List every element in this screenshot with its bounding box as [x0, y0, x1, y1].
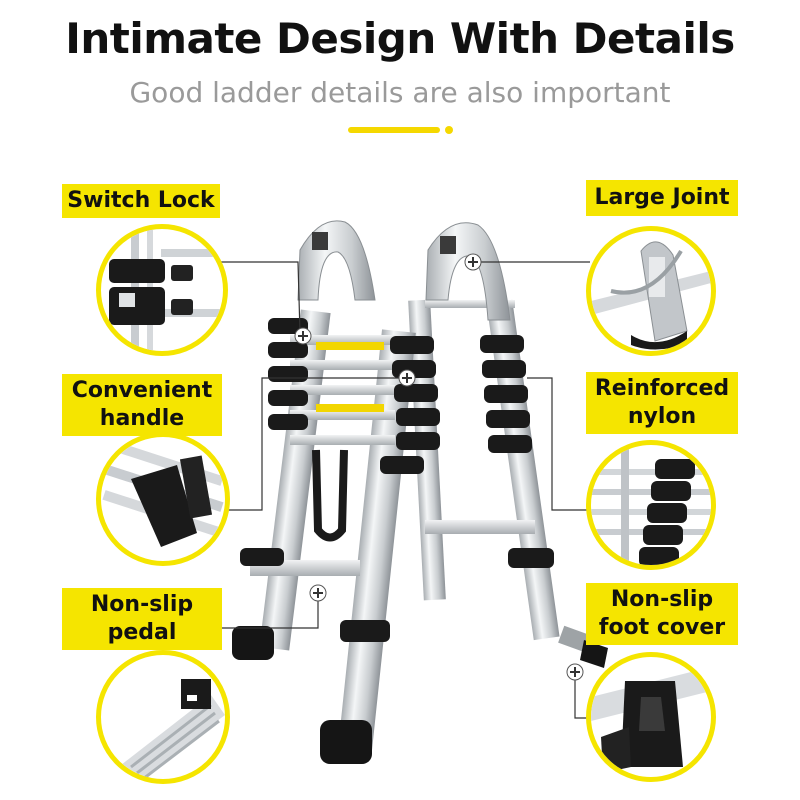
non-slip-pedal-detail-image: [121, 679, 225, 779]
label-large-joint: Large Joint: [586, 180, 738, 216]
detail-circle-switch-lock: [96, 224, 228, 356]
title-underline: [348, 127, 440, 133]
detail-circle-convenient-handle: [96, 432, 230, 566]
non-slip-foot-cover-detail-image: [591, 667, 711, 773]
label-switch-lock: Switch Lock: [62, 184, 220, 218]
reinforced-nylon-detail-image: [591, 445, 711, 565]
large-joint-detail-image: [591, 241, 711, 350]
label-non-slip-pedal: Non-slip pedal: [62, 588, 222, 650]
detail-circle-non-slip-pedal: [96, 650, 230, 784]
convenient-handle-detail-image: [102, 438, 224, 547]
rear-ladder-section: [408, 299, 608, 668]
detail-circle-reinforced-nylon: [586, 440, 716, 570]
front-ladder-section: [232, 309, 440, 764]
switch-lock-detail-image: [109, 229, 223, 351]
title-underline-dot: [445, 126, 453, 134]
label-non-slip-foot-cover: Non-slip foot cover: [586, 583, 738, 645]
label-convenient-handle: Convenient handle: [62, 374, 222, 436]
plus-markers: [294, 253, 584, 681]
page-title: Intimate Design With Details: [65, 14, 735, 63]
leader-lines: [215, 261, 590, 719]
label-reinforced-nylon: Reinforced nylon: [586, 372, 738, 434]
top-joints: [297, 220, 511, 321]
detail-circle-non-slip-foot-cover: [586, 652, 716, 782]
page-subtitle: Good ladder details are also important: [129, 76, 671, 109]
detail-circle-large-joint: [586, 226, 716, 356]
